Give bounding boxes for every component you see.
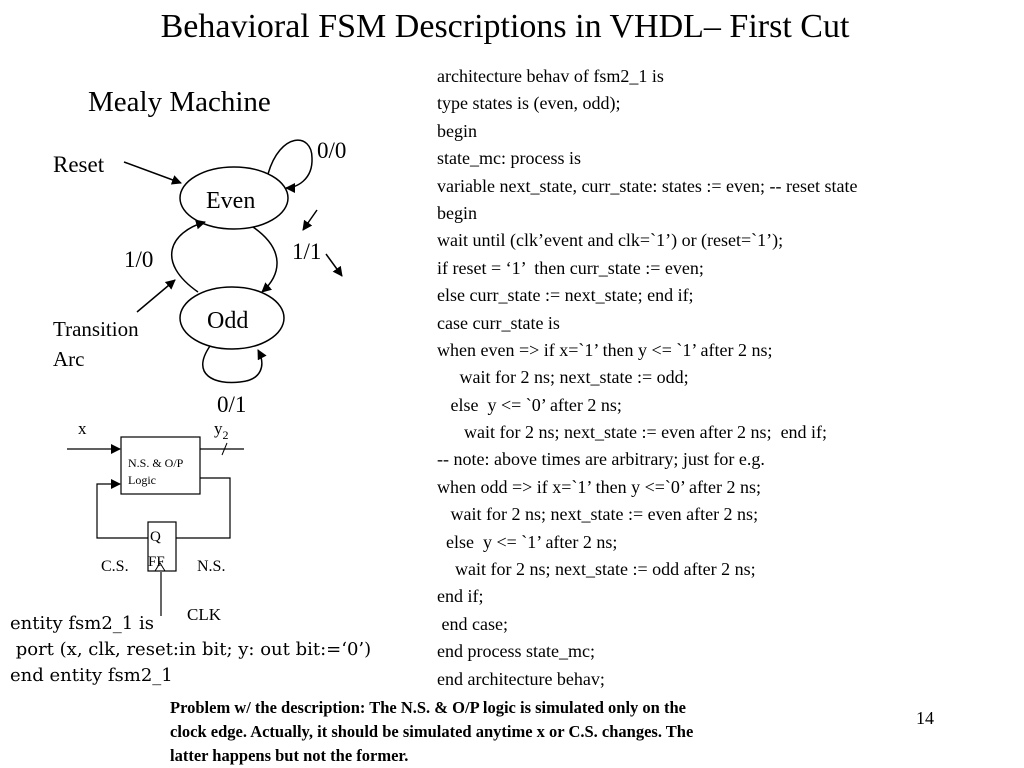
output-y-text: y [214, 419, 223, 438]
code-line: else y <= `1’ after 2 ns; [437, 531, 618, 552]
state-even [179, 166, 289, 230]
transition-label: Transition [53, 317, 139, 341]
ns-feedback-wire [176, 477, 231, 539]
reset-label: Reset [53, 152, 105, 177]
output-y-subscript: 2 [223, 428, 229, 442]
code-line: architecture behav of fsm2_1 is [437, 66, 664, 86]
code-line: end if; [437, 586, 484, 607]
code-line: when odd => if x=`1’ then y <=`0’ after … [437, 476, 762, 497]
slide-title: Behavioral FSM Descriptions in VHDL– Fir… [160, 8, 850, 45]
code-line: wait until (clk’event and clk=`1’) or (r… [437, 230, 784, 251]
architecture-code: architecture behav of fsm2_1 is type stat… [437, 63, 857, 693]
note-line: clock edge. Actually, it should be simul… [170, 722, 694, 741]
code-line: wait for 2 ns; next_state := odd after 2… [437, 559, 756, 580]
edge-odd-to-even-label: 1/0 [124, 247, 153, 272]
ns-op-logic-block [120, 436, 201, 495]
even-self-loop [267, 139, 313, 193]
code-line: end case; [437, 613, 508, 634]
ff-q-label: Q [150, 529, 161, 545]
clock-triangle [154, 562, 166, 572]
label-pointer-1 [302, 209, 318, 231]
code-line: -- note: above times are arbitrary; just… [437, 449, 765, 470]
code-line: end process state_mc; [437, 641, 595, 662]
transition-arc-pointer [136, 279, 176, 313]
odd-self-loop [202, 345, 267, 384]
logic-label-line2: Logic [128, 473, 156, 487]
code-line: wait for 2 ns; next_state := even after … [437, 422, 828, 443]
state-odd-label: Odd [207, 308, 248, 334]
code-line: wait for 2 ns; next_state := odd; [437, 367, 689, 388]
code-line: wait for 2 ns; next_state := even after … [437, 504, 759, 525]
diagram-subtitle: Mealy Machine [88, 86, 271, 118]
note-line: latter happens but not the former. [170, 746, 409, 765]
edge-odd-self-label: 0/1 [217, 392, 246, 417]
code-line: variable next_state, curr_state: states … [437, 175, 858, 196]
entity-code-line: port (x, clk, reset:in bit; y: out bit:=… [10, 639, 372, 660]
code-line: begin [437, 202, 477, 223]
odd-to-even-arc [170, 219, 206, 293]
cs-feedback-wire [96, 479, 148, 539]
page-number: 14 [916, 708, 934, 728]
code-line: if reset = ‘1’ then curr_state := even; [437, 257, 704, 278]
ff-label: FF [148, 554, 165, 570]
code-line: state_mc: process is [437, 148, 581, 169]
code-line: end architecture behav; [437, 668, 605, 689]
code-line: type states is (even, odd); [437, 93, 621, 114]
reset-arrow [123, 161, 182, 185]
entity-code-line: entity fsm2_1 is [10, 613, 154, 634]
bus-slash [221, 442, 228, 456]
ns-label: N.S. [197, 558, 225, 575]
logic-label-line1: N.S. & O/P [128, 456, 184, 470]
entity-code-line: end entity fsm2_1 [10, 665, 173, 686]
state-even-label: Even [206, 188, 255, 214]
code-line: when even => if x=`1’ then y <= `1’ afte… [437, 339, 773, 360]
state-odd [179, 286, 285, 350]
code-line: else curr_state := next_state; end if; [437, 285, 694, 306]
even-to-odd-arc [252, 226, 278, 293]
arc-label: Arc [53, 347, 84, 371]
problem-note: Problem w/ the description: The N.S. & O… [170, 696, 810, 768]
label-pointer-2 [325, 253, 343, 277]
note-line: Problem w/ the description: The N.S. & O… [170, 698, 686, 717]
edge-even-to-odd-label: 1/1 [292, 239, 321, 264]
flip-flop-block [147, 521, 177, 572]
input-x-label: x [78, 419, 87, 438]
code-line: case curr_state is [437, 312, 560, 333]
edge-even-self-label: 0/0 [317, 138, 346, 163]
code-line: else y <= `0’ after 2 ns; [437, 394, 622, 415]
entity-code: entity fsm2_1 is port (x, clk, reset:in … [10, 611, 371, 689]
cs-label: C.S. [101, 558, 129, 575]
output-y-label: y2 [214, 419, 229, 442]
code-line: begin [437, 120, 477, 141]
